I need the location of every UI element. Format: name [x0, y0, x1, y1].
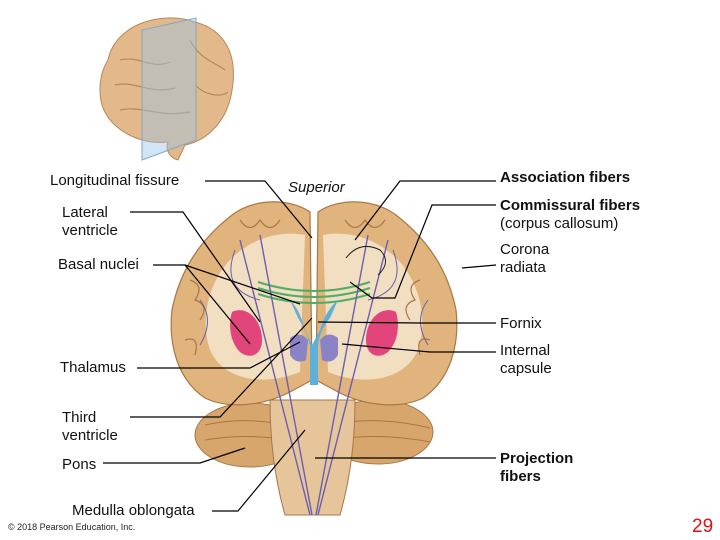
label-corona-radiata-line1: Corona [500, 241, 550, 258]
page-number: 29 [692, 516, 714, 537]
label-commissural-fibers-line2: (corpus callosum) [500, 215, 619, 232]
label-lateral-ventricle-line2: ventricle [62, 222, 118, 239]
label-projection-fibers-line2: fibers [500, 468, 541, 485]
label-superior: Superior [288, 179, 345, 196]
label-commissural-fibers-line1: Commissural fibers [500, 197, 641, 214]
label-longitudinal-fissure: Longitudinal fissure [50, 172, 180, 189]
label-association-fibers: Association fibers [500, 169, 631, 186]
leader-lines [103, 180, 497, 512]
label-internal-capsule-line2: capsule [500, 360, 552, 377]
coronal-section [170, 201, 458, 516]
label-pons: Pons [62, 456, 97, 473]
label-projection-fibers-line1: Projection [500, 450, 574, 467]
orientation-brain-icon [99, 17, 234, 161]
label-lateral-ventricle-line1: Lateral [62, 204, 108, 221]
label-corona-radiata-line2: radiata [500, 259, 546, 276]
label-basal-nuclei: Basal nuclei [58, 256, 139, 273]
label-thalamus: Thalamus [60, 359, 126, 376]
label-third-ventricle-line2: ventricle [62, 427, 118, 444]
label-third-ventricle-line1: Third [62, 409, 97, 426]
label-medulla-oblongata: Medulla oblongata [72, 502, 195, 519]
label-fornix: Fornix [500, 315, 542, 332]
copyright-notice: © 2018 Pearson Education, Inc. [8, 522, 136, 532]
label-internal-capsule-line1: Internal [500, 342, 551, 359]
